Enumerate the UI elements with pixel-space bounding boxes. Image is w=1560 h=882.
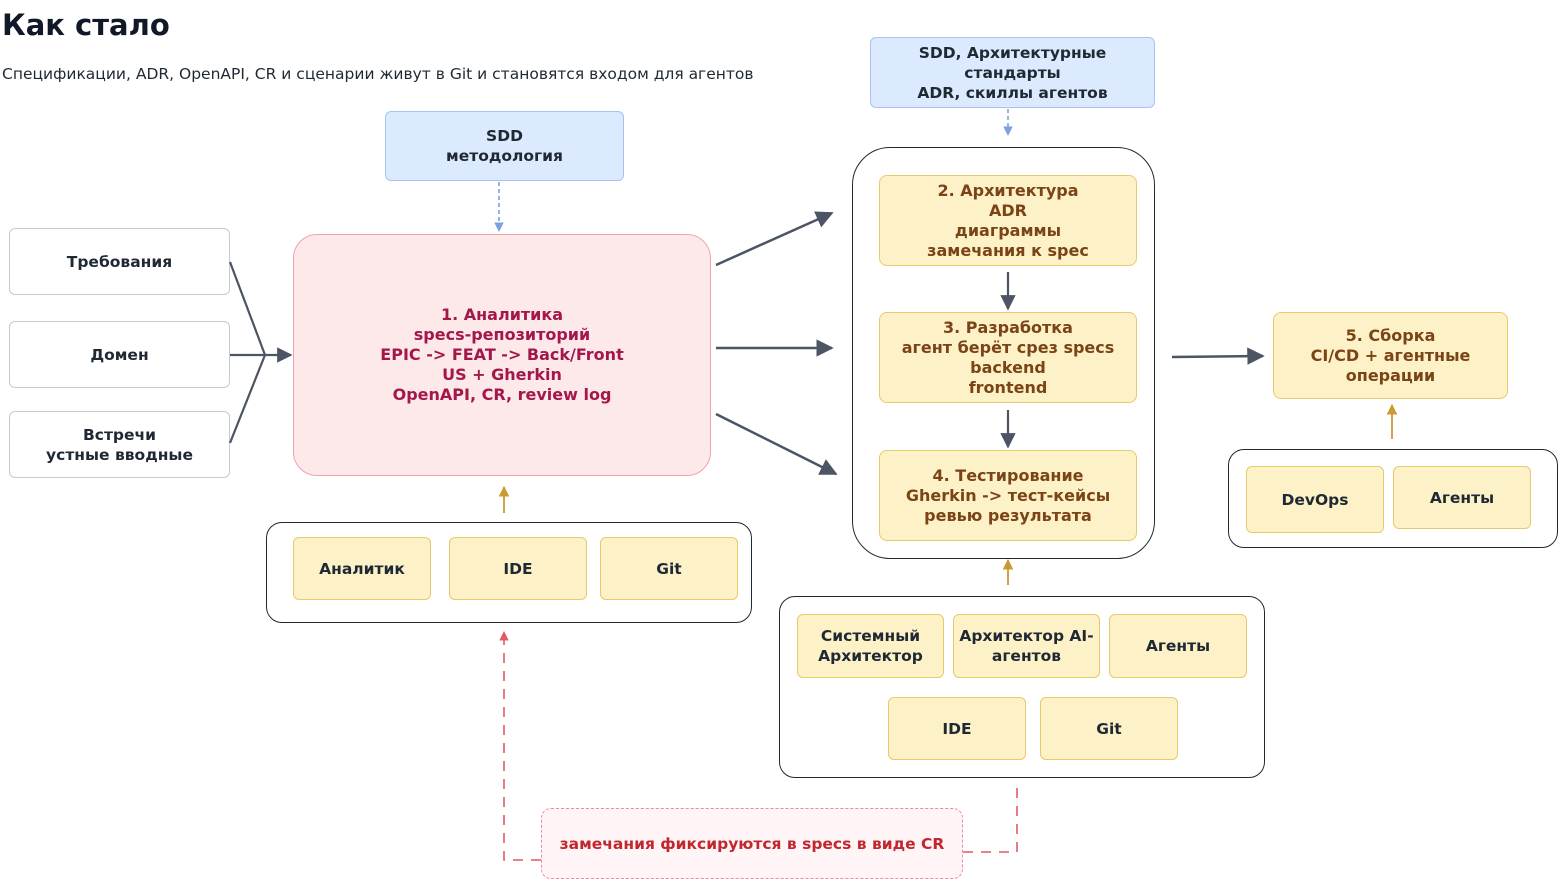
analytics-to-architecture-arrow [715,211,834,267]
role-agents-ops: Агенты [1393,466,1531,529]
analytics-box: 1. Аналитика specs-репозиторий EPIC -> F… [293,234,711,476]
role-system-architect: Системный Архитектор [797,614,944,678]
testing-box: 4. Тестирование Gherkin -> тест-кейсы ре… [879,450,1137,541]
standards-box: SDD, Архитектурные стандарты ADR, скиллы… [870,37,1155,108]
analytics-tools-group [266,522,752,623]
build-box: 5. Сборка CI/CD + агентные операции [1273,312,1508,399]
role-analyst: Аналитик [293,537,431,600]
tool-git: Git [600,537,738,600]
input-meetings: Встречи устные вводные [9,411,230,478]
role-agents: Агенты [1109,614,1247,678]
input-domain: Домен [9,321,230,388]
tool-ide: IDE [449,537,587,600]
methodology-box: SDD методология [385,111,624,181]
role-devops: DevOps [1246,466,1384,533]
tool-ide-dev: IDE [888,697,1026,760]
build-roles-group [1228,449,1558,548]
development-box: 3. Разработка агент берёт срез specs bac… [879,312,1137,403]
analytics-to-testing-arrow [715,412,838,476]
architecture-box: 2. Архитектура ADR диаграммы замечания к… [879,175,1137,266]
input-requirements: Требования [9,228,230,295]
pipeline-to-build-arrow [1171,347,1265,365]
feedback-note: замечания фиксируются в specs в виде CR [541,808,963,879]
tool-git-dev: Git [1040,697,1178,760]
role-ai-agents-architect: Архитектор AI- агентов [953,614,1100,678]
page-title: Как стало [2,8,170,42]
dev-roles-group [779,596,1265,778]
inputs-merge-arrow [228,261,293,444]
feedback-loop-arrow [499,631,1018,861]
page-subtitle: Спецификации, ADR, OpenAPI, CR и сценари… [2,65,754,83]
pipeline-group [852,147,1155,559]
